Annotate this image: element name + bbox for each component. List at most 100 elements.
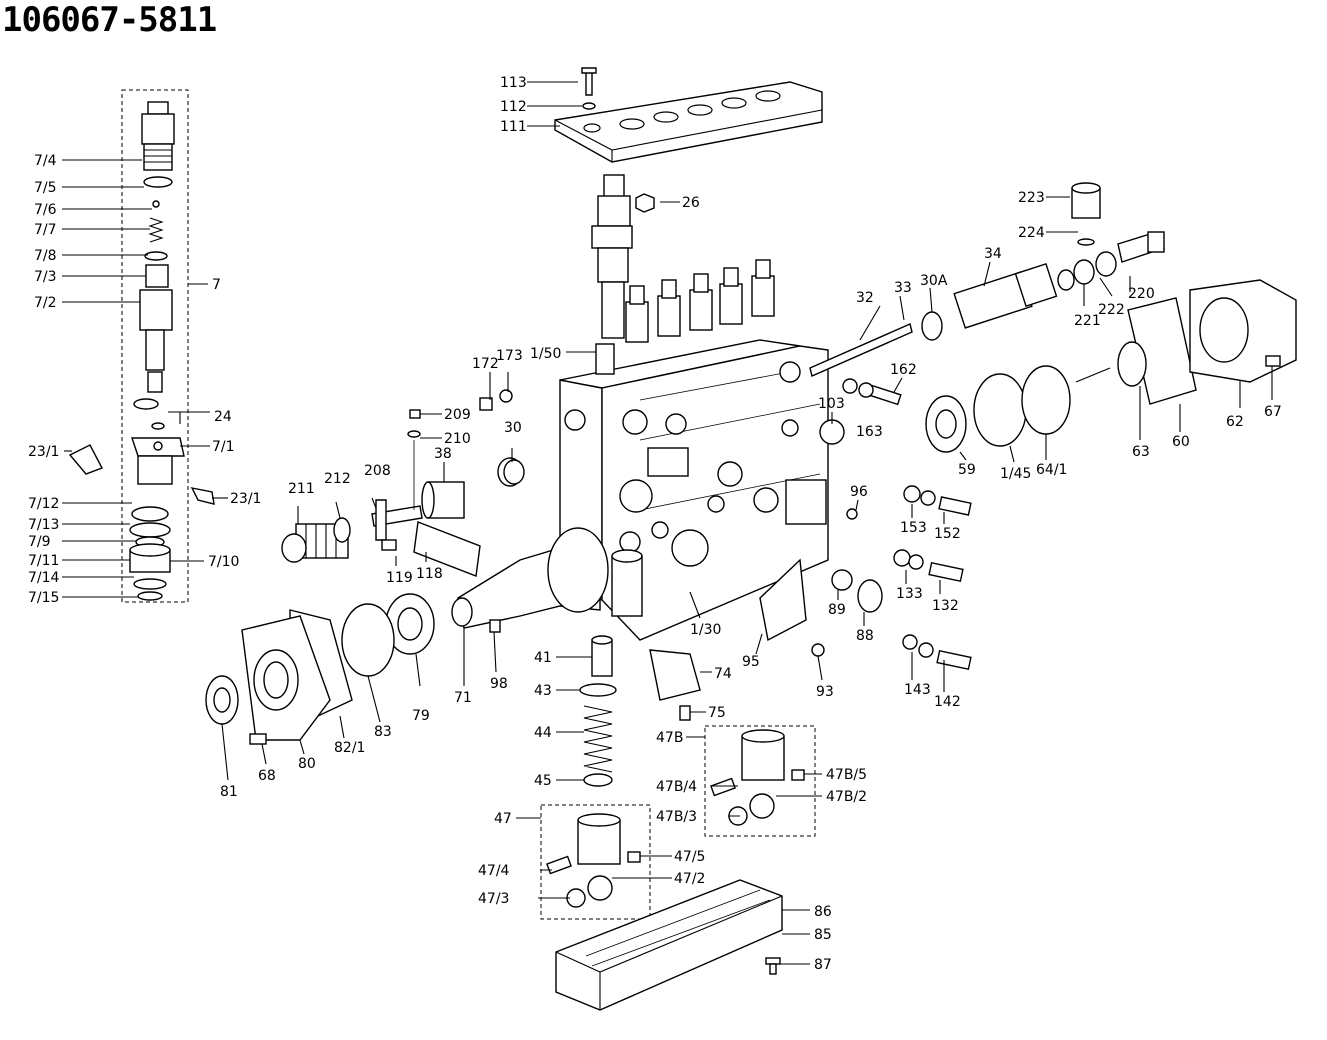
part-label-47B-5: 47B/5 — [826, 767, 867, 783]
part-label-63: 63 — [1132, 444, 1150, 460]
part-label-81: 81 — [220, 784, 238, 800]
part-label-47-2: 47/2 — [674, 871, 705, 887]
part-label-222: 222 — [1098, 302, 1125, 318]
part-label-7-1: 7/1 — [212, 439, 235, 455]
part-label-7-5: 7/5 — [34, 180, 57, 196]
part-label-119: 119 — [386, 570, 413, 586]
part-label-47B: 47B — [656, 730, 683, 746]
part-label-23-1-left: 23/1 — [28, 444, 59, 460]
part-label-7-8: 7/8 — [34, 248, 57, 264]
part-label-7-9: 7/9 — [28, 534, 51, 550]
part-label-68: 68 — [258, 768, 276, 784]
part-label-26: 26 — [682, 195, 700, 211]
part-label-113: 113 — [500, 75, 527, 91]
part-label-45: 45 — [534, 773, 552, 789]
part-labels: 113 112 111 26 223 224 220 222 221 34 33… — [28, 75, 1282, 973]
part-label-7-11: 7/11 — [28, 553, 59, 569]
part-label-112: 112 — [500, 99, 527, 115]
part-label-208: 208 — [364, 463, 391, 479]
part-label-59: 59 — [958, 462, 976, 478]
part-label-7-6: 7/6 — [34, 202, 57, 218]
part-label-93: 93 — [816, 684, 834, 700]
part-label-118: 118 — [416, 566, 443, 582]
tappet-spring-stack — [540, 635, 816, 920]
part-label-133: 133 — [896, 586, 923, 602]
part-label-87: 87 — [814, 957, 832, 973]
part-label-32: 32 — [856, 290, 874, 306]
part-label-82-1: 82/1 — [334, 740, 365, 756]
part-label-62: 62 — [1226, 414, 1244, 430]
part-label-23-1-right: 23/1 — [230, 491, 261, 507]
leader-lines — [62, 81, 1273, 965]
part-label-64-1: 64/1 — [1036, 462, 1067, 478]
part-label-7-4: 7/4 — [34, 153, 57, 169]
part-label-85: 85 — [814, 927, 832, 943]
part-label-79: 79 — [412, 708, 430, 724]
delivery-valve-holder — [591, 174, 655, 339]
part-label-33: 33 — [894, 280, 912, 296]
part-label-47-4: 47/4 — [478, 863, 510, 879]
left-side-parts — [281, 409, 523, 577]
part-label-103: 103 — [818, 396, 845, 412]
part-label-47B-2: 47B/2 — [826, 789, 867, 805]
part-label-7-7: 7/7 — [34, 222, 57, 238]
part-label-221: 221 — [1074, 313, 1101, 329]
part-label-7-12: 7/12 — [28, 496, 59, 512]
bottom-cover — [555, 879, 783, 1011]
part-label-43: 43 — [534, 683, 552, 699]
part-label-1-50: 1/50 — [530, 346, 561, 362]
part-label-209: 209 — [444, 407, 471, 423]
right-side-parts — [479, 182, 1297, 671]
part-label-7-10: 7/10 — [208, 554, 239, 570]
part-label-34: 34 — [984, 246, 1002, 262]
part-label-47-3: 47/3 — [478, 891, 509, 907]
part-label-111: 111 — [500, 119, 527, 135]
part-label-44: 44 — [534, 725, 552, 741]
part-label-74: 74 — [714, 666, 732, 682]
part-label-60: 60 — [1172, 434, 1190, 450]
part-label-7-3: 7/3 — [34, 269, 57, 285]
part-label-220: 220 — [1128, 286, 1155, 302]
part-label-142: 142 — [934, 694, 961, 710]
part-label-67: 67 — [1264, 404, 1282, 420]
nozzle-holder-assembly — [68, 89, 215, 603]
part-label-30: 30 — [504, 420, 522, 436]
drive-end-parts — [205, 593, 501, 745]
part-label-1-30: 1/30 — [690, 622, 721, 638]
part-label-7-13: 7/13 — [28, 517, 59, 533]
part-label-71: 71 — [454, 690, 472, 706]
diagram-title: 106067-5811 — [2, 0, 217, 40]
part-label-7-14: 7/14 — [28, 570, 60, 586]
part-label-7-2: 7/2 — [34, 295, 57, 311]
part-label-224: 224 — [1018, 225, 1045, 241]
part-label-38: 38 — [434, 446, 452, 462]
part-label-132: 132 — [932, 598, 959, 614]
part-label-162: 162 — [890, 362, 917, 378]
part-label-152: 152 — [934, 526, 961, 542]
camshaft — [451, 527, 609, 629]
part-label-47: 47 — [494, 811, 512, 827]
part-label-95: 95 — [742, 654, 760, 670]
part-label-1-45: 1/45 — [1000, 466, 1031, 482]
part-label-47B-4: 47B/4 — [656, 779, 697, 795]
top-cover-plate — [554, 67, 823, 163]
part-label-98: 98 — [490, 676, 508, 692]
part-label-143: 143 — [904, 682, 931, 698]
part-label-75: 75 — [708, 705, 726, 721]
part-label-47B-3: 47B/3 — [656, 809, 697, 825]
part-label-30A: 30A — [920, 273, 948, 289]
pump-housing — [559, 259, 829, 641]
part-label-24: 24 — [214, 409, 232, 425]
part-label-47-5: 47/5 — [674, 849, 705, 865]
part-label-223: 223 — [1018, 190, 1045, 206]
part-label-83: 83 — [374, 724, 392, 740]
part-label-88: 88 — [856, 628, 874, 644]
part-label-163: 163 — [856, 424, 883, 440]
part-label-7: 7 — [212, 277, 221, 293]
part-label-153: 153 — [900, 520, 927, 536]
part-label-211: 211 — [288, 481, 315, 497]
part-label-80: 80 — [298, 756, 316, 772]
part-label-212: 212 — [324, 471, 351, 487]
part-label-173: 173 — [496, 348, 523, 364]
